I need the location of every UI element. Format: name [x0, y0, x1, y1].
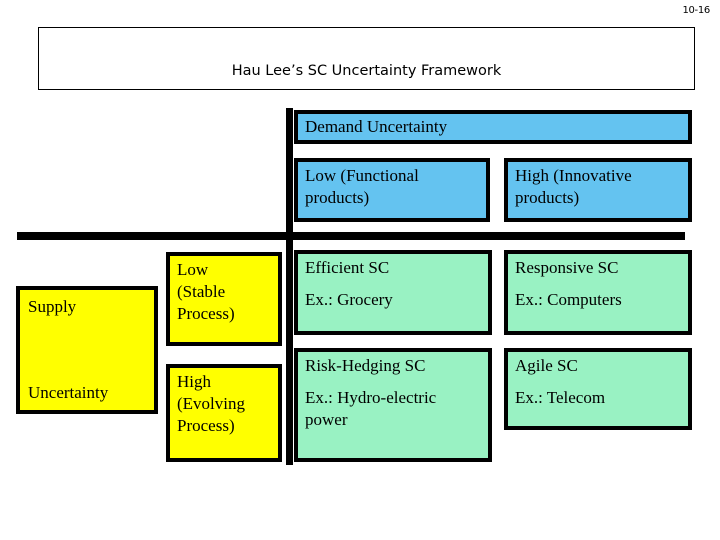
- supply-uncertainty-axis-label: Supply Uncertainty: [16, 286, 158, 414]
- cell-responsive-spacer: [515, 279, 682, 289]
- matrix-cell-efficient-sc: Efficient SC Ex.: Grocery: [294, 250, 492, 335]
- title-box: Hau Lee’s SC Uncertainty Framework: [38, 27, 695, 90]
- cell-agile-spacer: [515, 377, 682, 387]
- cell-responsive-example: Ex.: Computers: [515, 289, 622, 309]
- row-header-low-line1: Low: [177, 260, 209, 279]
- row-header-high-evolving-process: High (Evolving Process): [166, 364, 282, 462]
- matrix-cell-risk-hedging-sc: Risk-Hedging SC Ex.: Hydro-electric powe…: [294, 348, 492, 462]
- row-header-high-line2: (Evolving: [177, 393, 245, 413]
- column-header-low-line1: Low (Functional: [305, 166, 419, 185]
- cell-agile-strategy: Agile SC: [515, 356, 578, 375]
- demand-uncertainty-text: Demand Uncertainty: [305, 117, 448, 136]
- row-header-low-stable-process: Low (Stable Process): [166, 252, 282, 346]
- page-title: Hau Lee’s SC Uncertainty Framework: [231, 63, 502, 79]
- column-header-high-innovative: High (Innovative products): [504, 158, 692, 222]
- demand-uncertainty-axis-label: Demand Uncertainty: [294, 110, 692, 144]
- cell-risk-strategy: Risk-Hedging SC: [305, 356, 426, 375]
- cell-efficient-strategy: Efficient SC: [305, 258, 390, 277]
- supply-uncertainty-bottom-word: Uncertainty: [28, 383, 109, 403]
- row-header-low-line2: (Stable: [177, 281, 226, 301]
- supply-uncertainty-top-word: Supply: [28, 297, 77, 316]
- cell-efficient-spacer: [305, 279, 482, 289]
- cell-risk-example-extra: power: [305, 409, 348, 429]
- row-header-high-line1: High: [177, 372, 211, 391]
- cell-efficient-example: Ex.: Grocery: [305, 289, 393, 309]
- cell-agile-example: Ex.: Telecom: [515, 387, 606, 407]
- column-header-low-functional: Low (Functional products): [294, 158, 490, 222]
- column-header-high-line2: products): [515, 187, 580, 207]
- cell-risk-example: Ex.: Hydro-electric: [305, 387, 437, 407]
- cell-risk-spacer: [305, 377, 482, 387]
- vertical-axis-rule: [286, 108, 293, 465]
- column-header-high-line1: High (Innovative: [515, 166, 632, 185]
- horizontal-axis-rule: [17, 232, 685, 240]
- matrix-cell-agile-sc: Agile SC Ex.: Telecom: [504, 348, 692, 430]
- row-header-high-line3: Process): [177, 415, 235, 435]
- row-header-low-line3: Process): [177, 303, 235, 323]
- slide-number: 10-16: [682, 5, 710, 16]
- cell-responsive-strategy: Responsive SC: [515, 258, 619, 277]
- column-header-low-line2: products): [305, 187, 370, 207]
- matrix-cell-responsive-sc: Responsive SC Ex.: Computers: [504, 250, 692, 335]
